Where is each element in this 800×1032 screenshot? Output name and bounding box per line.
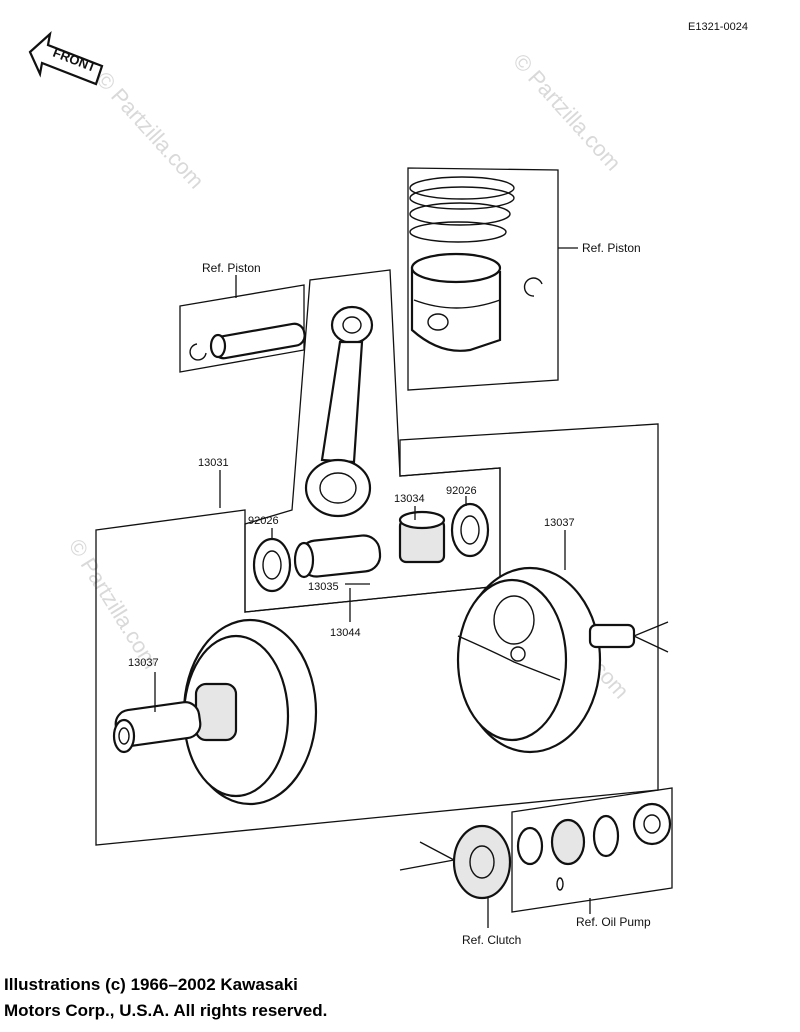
washer-92026-right <box>450 502 490 558</box>
watermark-left: © Partzilla.com <box>64 534 164 673</box>
connecting-rod <box>304 305 374 518</box>
watermark-top-left: © Partzilla.com <box>91 67 209 194</box>
part-13034-label: 13034 <box>394 493 425 505</box>
crank-wheel-right <box>456 566 669 754</box>
copyright-notice: Illustrations (c) 1966–2002 Kawasaki Mot… <box>4 972 484 1024</box>
needle-bearing-13034 <box>398 510 446 564</box>
ref-piston-right-label: Ref. Piston <box>582 241 641 255</box>
crank-pin-13035 <box>293 534 382 579</box>
ref-piston-left-label: Ref. Piston <box>202 261 261 275</box>
copyright-line-1: Illustrations (c) 1966–2002 Kawasaki <box>4 975 298 994</box>
part-92026-right-label: 92026 <box>446 485 477 497</box>
part-13035-label: 13035 <box>308 581 339 593</box>
part-13044-label: 13044 <box>330 627 361 639</box>
part-13037-right-label: 13037 <box>544 517 575 529</box>
washer-92026-left <box>252 537 292 593</box>
figure-id: E1321-0024 <box>688 21 748 33</box>
clutch-gear <box>399 824 512 928</box>
crank-wheel-left <box>112 618 318 806</box>
part-13031-label: 13031 <box>198 457 229 469</box>
copyright-line-2: Motors Corp., U.S.A. All rights reserved… <box>4 1001 328 1020</box>
watermark-top-right: © Partzilla.com <box>508 49 626 176</box>
piston-pin-group <box>179 275 306 373</box>
piston-group <box>407 167 578 391</box>
part-92026-left-label: 92026 <box>248 515 279 527</box>
front-arrow-icon: FRONT <box>28 31 104 86</box>
oil-pump-group <box>511 787 673 913</box>
crankshaft-outline <box>95 423 659 846</box>
ref-clutch-label: Ref. Clutch <box>462 933 521 947</box>
part-13037-left-label: 13037 <box>128 657 159 669</box>
ref-oil-pump-label: Ref. Oil Pump <box>576 915 651 929</box>
